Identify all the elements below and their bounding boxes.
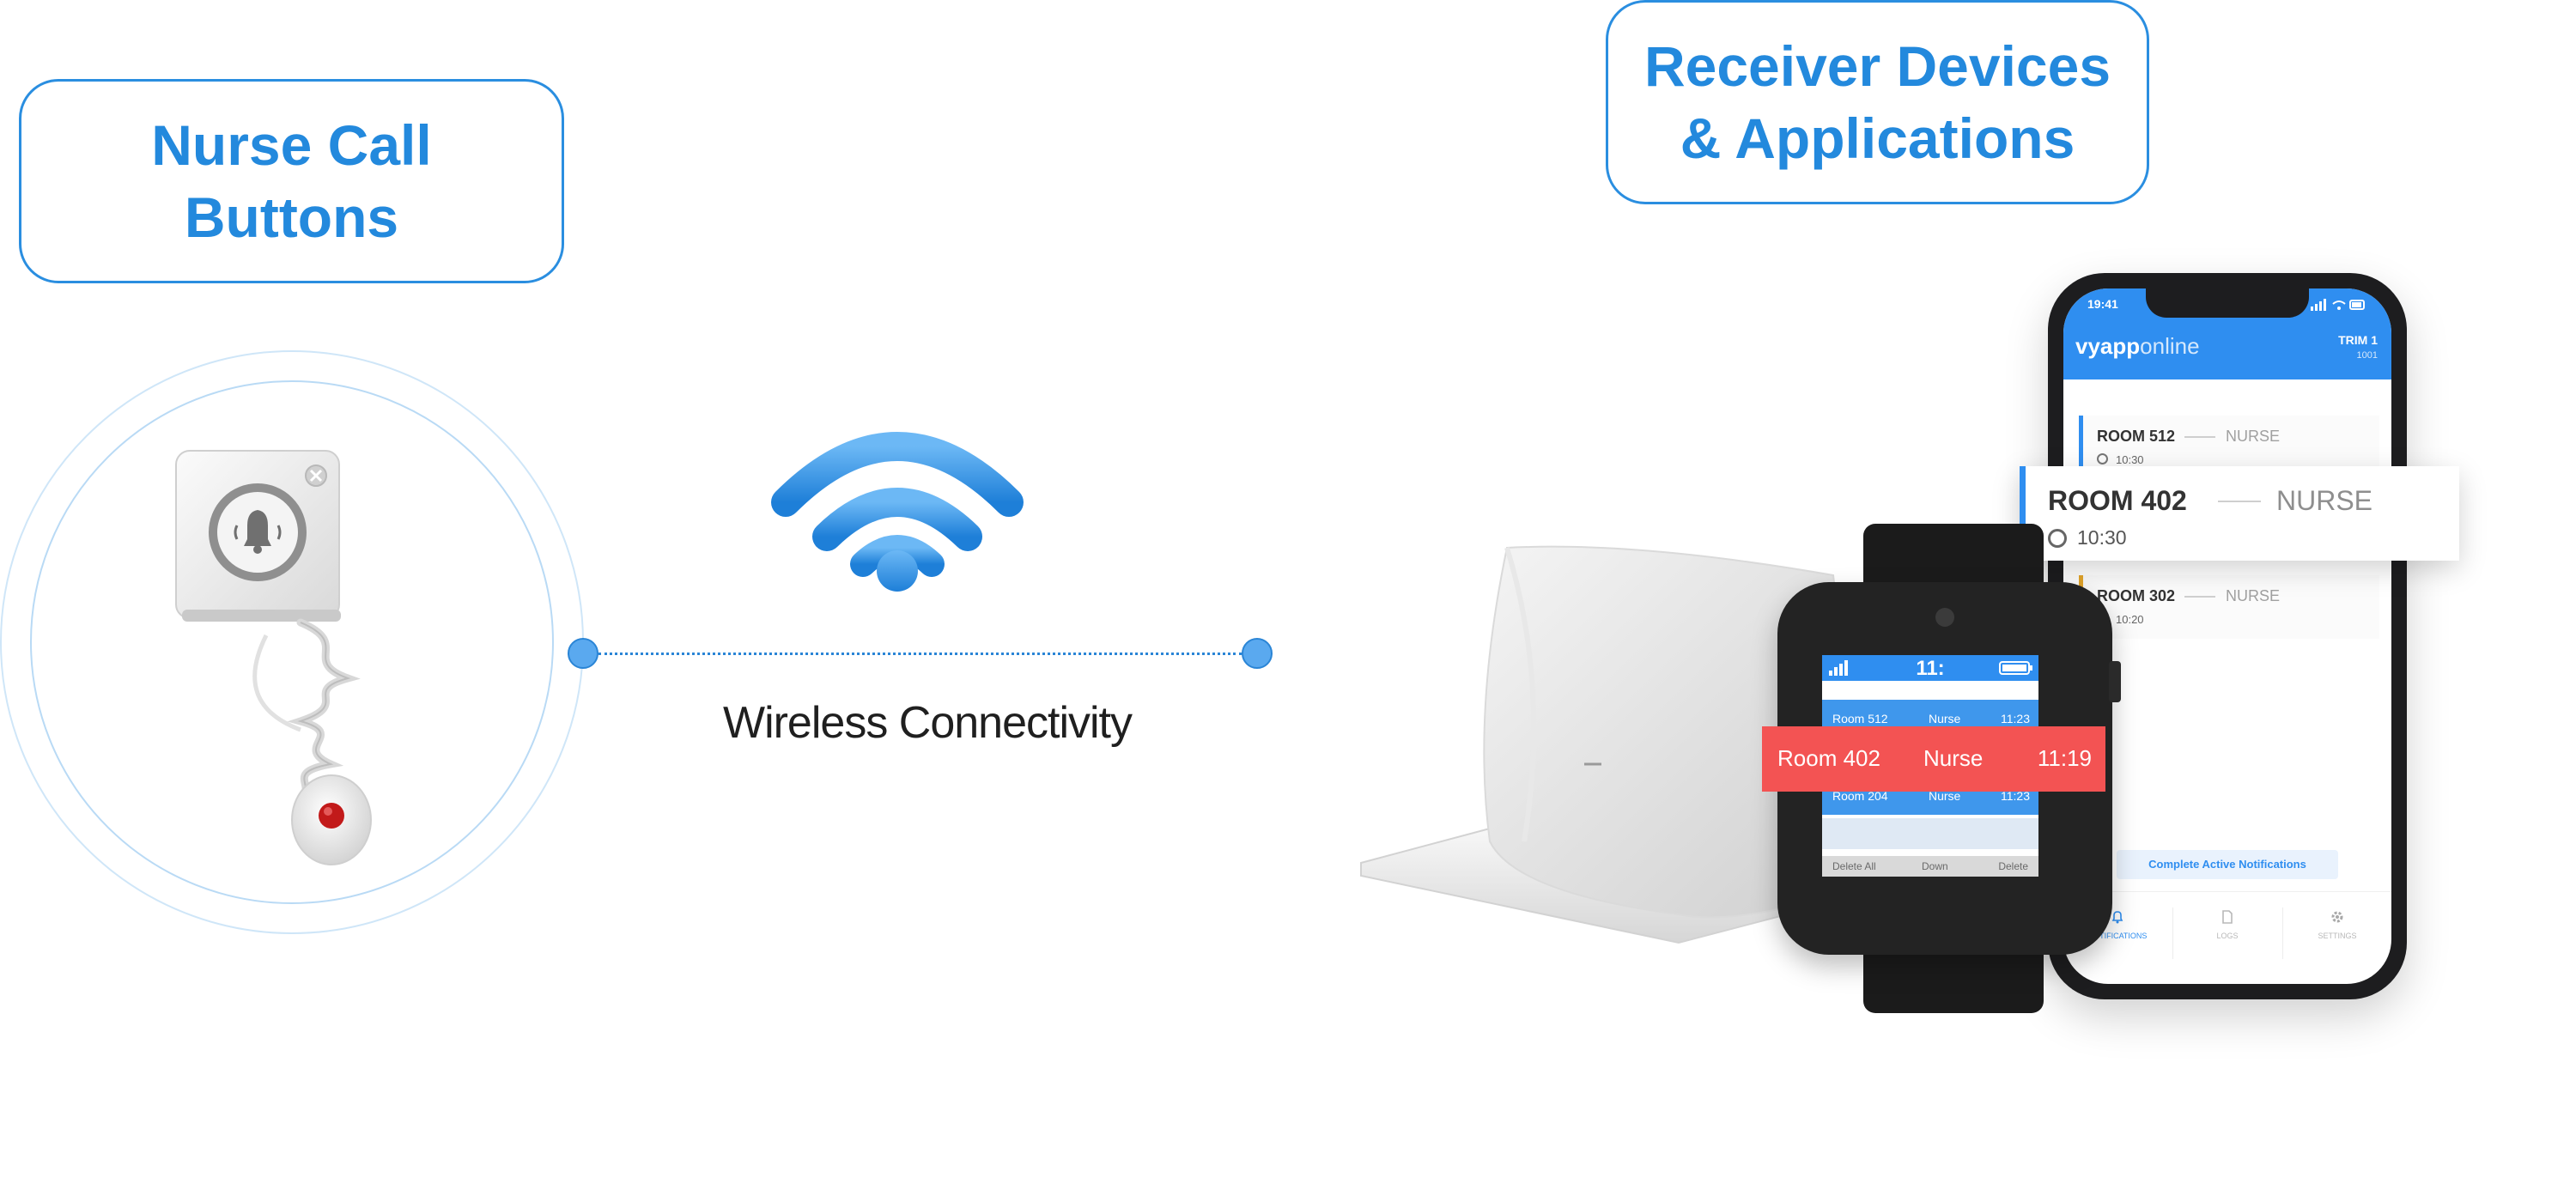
app-logo-bold: vyapp	[2075, 333, 2141, 359]
base-station-receiver	[1360, 545, 1902, 944]
battery-icon	[1999, 661, 2032, 675]
clock-icon	[2048, 529, 2067, 548]
smartwatch: 11: Room 512 Nurse 11:23 Room 204 Nurse …	[1777, 524, 2129, 1013]
wifi-icon	[771, 432, 1024, 592]
notification-role: NURSE	[2226, 587, 2281, 604]
connection-node-left	[568, 638, 598, 669]
app-logo-light: online	[2140, 333, 2200, 359]
tab-label: SETTINGS	[2318, 932, 2357, 940]
connection-node-right	[1242, 638, 1273, 669]
down-softkey[interactable]: Down	[1922, 860, 1948, 872]
watch-row-room: Room 512	[1832, 712, 1888, 725]
phone-notch	[2146, 288, 2309, 318]
delete-all-softkey[interactable]: Delete All	[1832, 860, 1876, 872]
clock-icon	[2097, 453, 2108, 464]
complete-active-notifications-button[interactable]: Complete Active Notifications	[2117, 850, 2338, 879]
watch-clock: 11:	[1916, 657, 1945, 680]
document-icon	[2222, 910, 2233, 924]
notification-room: ROOM 302	[2097, 587, 2176, 604]
tab-divider	[2172, 908, 2173, 959]
notification-room: ROOM 512	[2097, 428, 2176, 445]
alert-role: Nurse	[1923, 745, 1984, 771]
account-id: 1001	[2356, 350, 2378, 361]
nurse-call-buttons-label: Nurse Call Buttons	[19, 79, 564, 283]
watch-status-bar: 11:	[1822, 655, 2038, 681]
watch-alert-banner[interactable]: Room 402 Nurse 11:19	[1762, 726, 2105, 792]
watch-row-role: Nurse	[1929, 712, 1961, 725]
nurse-call-button-device	[175, 450, 372, 865]
tab-label: NOTIFICATIONS	[2087, 932, 2148, 940]
wireless-connectivity-caption: Wireless Connectivity	[722, 698, 1133, 748]
receiver-devices-title: Receiver Devices & Applications	[1643, 34, 2111, 170]
tab-label: LOGS	[2216, 932, 2239, 940]
notification-room: ROOM 402	[2048, 485, 2187, 516]
inner-ring	[30, 380, 554, 904]
alert-room: Room 402	[1777, 745, 1880, 771]
watch-row-role: Nurse	[1929, 789, 1961, 803]
signal-icon	[1829, 660, 1848, 676]
wireless-link-line	[598, 653, 1242, 655]
watch-crown	[2109, 661, 2121, 702]
tab-notifications[interactable]: NOTIFICATIONS	[2063, 909, 2172, 940]
notification-time: 10:20	[2116, 613, 2144, 626]
receiver-devices-label: Receiver Devices & Applications	[1606, 0, 2149, 204]
nurse-call-buttons-title: Nurse Call Buttons	[151, 113, 432, 249]
tab-settings[interactable]: SETTINGS	[2283, 909, 2391, 940]
separator-dash	[2218, 501, 2261, 502]
notification-time: 10:30	[2077, 526, 2127, 549]
watch-camera	[1935, 608, 1954, 627]
watch-screen: 11: Room 512 Nurse 11:23 Room 204 Nurse …	[1822, 655, 2038, 877]
highlighted-notification-card[interactable]: ROOM 402 NURSE 10:30	[2020, 466, 2459, 561]
watch-softkeys: Delete All Down Delete	[1822, 856, 2038, 877]
delete-softkey[interactable]: Delete	[1998, 860, 2028, 872]
bell-icon	[2111, 911, 2123, 924]
notification-role: NURSE	[2226, 428, 2281, 445]
account-label: TRIM 1	[2338, 333, 2378, 347]
watch-row-time: 11:23	[2001, 712, 2030, 725]
phone-screen: 19:41 vyapponline TRIM 1 1001 ROOM 512	[2063, 288, 2391, 984]
separator-dash	[2184, 436, 2215, 438]
status-bar-icons	[2311, 299, 2365, 311]
gear-icon	[2331, 911, 2343, 923]
alert-time: 11:19	[2037, 745, 2092, 771]
notification-time: 10:30	[2116, 453, 2144, 466]
separator-dash	[2184, 596, 2215, 598]
notification-role: NURSE	[2276, 485, 2373, 516]
watch-list-empty-row	[1822, 818, 2038, 849]
watch-row-room: Room 204	[1832, 789, 1888, 803]
tab-logs[interactable]: LOGS	[2173, 909, 2281, 940]
status-bar-time: 19:41	[2087, 297, 2118, 311]
tab-divider	[2282, 908, 2283, 959]
tab-bar: NOTIFICATIONS LOGS SETTINGS	[2063, 891, 2391, 984]
watch-row-time: 11:23	[2001, 789, 2030, 803]
app-logo: vyapponline	[2075, 333, 2200, 360]
